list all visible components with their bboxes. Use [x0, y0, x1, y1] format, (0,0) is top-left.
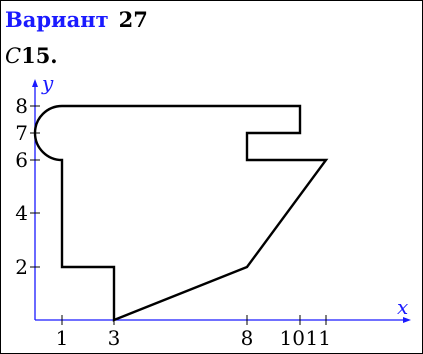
x-tick-label-3: 3 — [108, 326, 121, 350]
problem-label: C15. — [5, 43, 58, 69]
x-axis-label: x — [397, 295, 408, 319]
x-tick-label-1: 1 — [56, 326, 69, 350]
variant-number: 27 — [118, 7, 148, 32]
y-tick-label-6: 6 — [15, 148, 28, 172]
y-tick-label-7: 7 — [15, 121, 28, 145]
polygon-figure — [33, 104, 329, 322]
y-axis-arrow — [32, 79, 38, 87]
y-axis-label: y — [41, 71, 54, 95]
y-tick-label-8: 8 — [15, 94, 28, 118]
x-tick-label-11: 11 — [306, 326, 331, 350]
variant-title: Вариант 27 — [5, 7, 148, 33]
variant-word: Вариант — [5, 7, 109, 32]
y-tick-label-2: 2 — [15, 255, 28, 279]
x-axis-arrow — [403, 317, 411, 323]
y-tick-label-4: 4 — [15, 201, 28, 225]
x-tick-label-8: 8 — [241, 326, 254, 350]
problem-number: 15. — [21, 43, 58, 68]
x-tick-label-10: 10 — [280, 326, 305, 350]
problem-letter: C — [5, 44, 22, 68]
